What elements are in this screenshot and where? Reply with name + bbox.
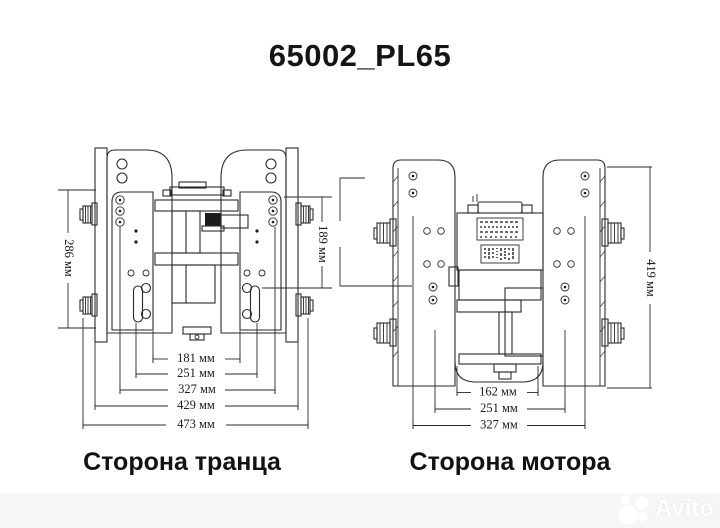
dim-label-327: 327 мм [178,382,216,396]
caption-motor-side: Сторона мотора [409,448,611,476]
dim-label-286: 286 мм [62,239,76,277]
transom-extension-lines [82,227,309,429]
transom-actuator [154,181,249,341]
dim-motor-widths: 162 мм 251 мм 327 мм [412,384,586,431]
avito-logo-icon [618,495,649,525]
dim-transom-height-left: 286 мм [58,189,96,329]
dim-label-251: 251 мм [177,366,215,380]
transom-hole-pattern [115,195,278,323]
dim-label-162: 162 мм [479,384,517,398]
transom-side-view: 286 мм 189 мм [58,147,332,431]
dim-label-327-motor: 327 мм [480,417,518,431]
avito-watermark: Avito [617,492,714,526]
transom-mount-bolts [79,202,314,317]
watermark-band [0,494,720,528]
dim-label-181: 181 мм [177,351,215,365]
motor-bracket-outline [339,177,412,287]
dim-label-419: 419 мм [644,259,658,297]
dim-motor-height: 419 мм [607,166,658,389]
motor-side-view: 419 мм 162 мм 251 мм 3 [339,159,658,431]
barcode-label [480,244,520,264]
transom-outer-plates [106,149,287,334]
motor-mount-bolts [373,218,625,347]
motor-actuator [448,194,544,380]
technical-drawing: 286 мм 189 мм [58,147,658,431]
motor-hole-pattern [408,171,590,305]
dim-label-473: 473 мм [177,417,215,431]
caption-transom-side: Сторона транца [83,448,281,476]
dim-label-189: 189 мм [316,225,330,263]
dim-label-251-motor: 251 мм [480,401,518,415]
spec-label [476,217,524,241]
dim-transom-height-right: 189 мм [262,196,332,289]
dim-transom-widths: 181 мм 251 мм 327 мм 429 мм 473 мм [82,351,309,431]
motor-extension-lines [412,216,586,429]
page-title: 65002_PL65 [268,38,452,73]
dim-label-429: 429 мм [177,398,215,412]
avito-watermark-text: Avito [654,495,714,522]
transom-inner-plates [111,191,282,331]
transom-rails [94,147,299,343]
